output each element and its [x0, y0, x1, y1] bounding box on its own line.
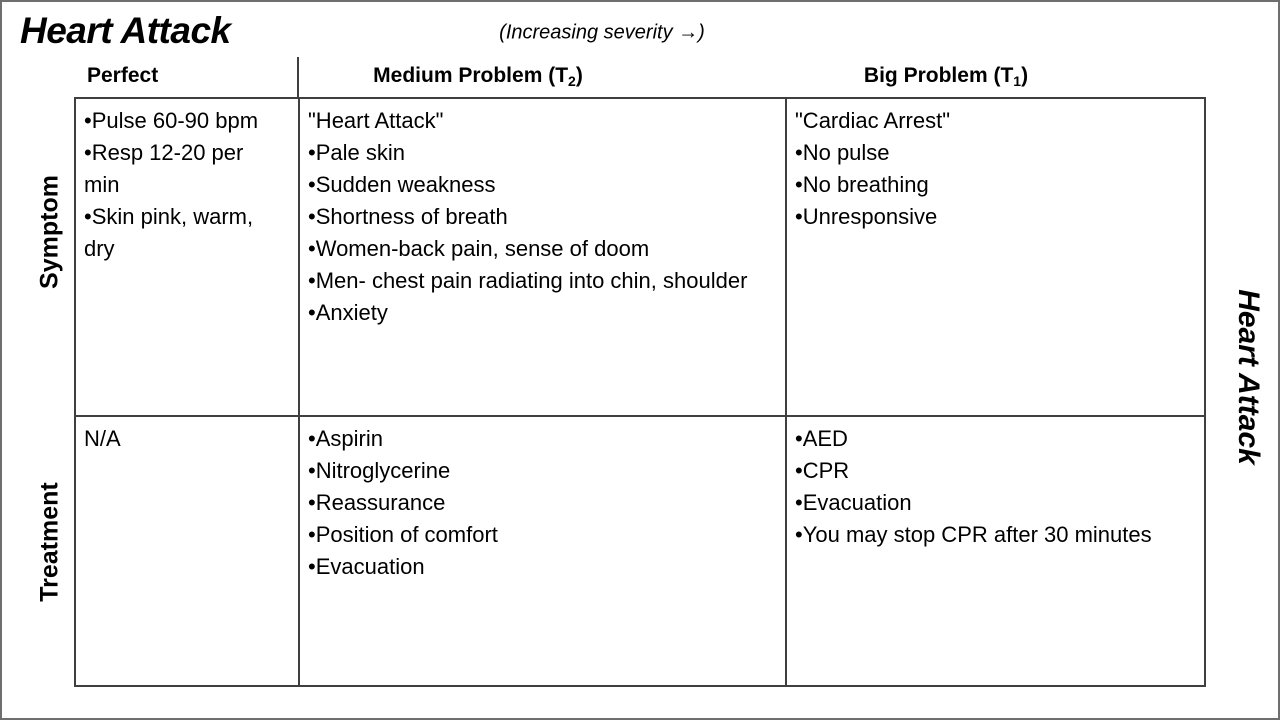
- bullet-item: Reassurance: [308, 487, 760, 519]
- severity-note-text: (Increasing severity: [499, 21, 679, 44]
- bullet-item: Skin pink, warm, dry: [84, 201, 277, 265]
- bullet-item: Pulse 60-90 bpm: [84, 105, 277, 137]
- page-title: Heart Attack: [20, 10, 231, 51]
- row-divider: [76, 415, 1204, 417]
- bullet-item: AED: [795, 423, 1196, 455]
- right-arrow-icon: →: [678, 21, 699, 44]
- bullet-item: Anxiety: [308, 297, 760, 329]
- severity-note-end: ): [698, 21, 705, 44]
- bullet-item: You may stop CPR after 30 minutes: [795, 519, 1196, 551]
- bullet-item: Evacuation: [308, 551, 760, 583]
- column-header-medium-end: ): [575, 64, 583, 87]
- column-header-big-problem: Big Problem (T1): [864, 64, 1028, 89]
- cell-lead-text: N/A: [84, 426, 121, 451]
- bullet-item: Sudden weakness: [308, 169, 760, 201]
- bullet-item: Women-back pain, sense of doom: [308, 233, 760, 265]
- table-cell-symptom-big: "Cardiac Arrest" No pulseNo breathingUnre…: [787, 99, 1206, 415]
- bullet-item: Men- chest pain radiating into chin, sho…: [308, 265, 760, 297]
- column-header-medium-problem: Medium Problem (T2): [373, 64, 583, 89]
- column-header-big-sub: 1: [1013, 73, 1022, 89]
- header-divider-line: [297, 57, 299, 98]
- bullet-item: Nitroglycerine: [308, 455, 760, 487]
- column-header-perfect-text: Perfect: [87, 64, 159, 87]
- bullet-item: Unresponsive: [795, 201, 1196, 233]
- bullet-item: No breathing: [795, 169, 1196, 201]
- row-label-treatment: Treatment: [35, 482, 64, 602]
- column-header-big-end: ): [1021, 64, 1029, 87]
- severity-note: (Increasing severity →): [499, 22, 705, 45]
- bullet-item: Position of comfort: [308, 519, 760, 551]
- bullet-item: Shortness of breath: [308, 201, 760, 233]
- table-cell-treatment-medium: AspirinNitroglycerineReassurancePosition…: [300, 417, 785, 685]
- column-header-big-text: Big Problem (T: [863, 64, 1014, 87]
- bullet-item: Evacuation: [795, 487, 1196, 519]
- row-label-symptom: Symptom: [35, 175, 64, 289]
- table-cell-treatment-perfect: N/A: [76, 417, 298, 685]
- bullet-item: No pulse: [795, 137, 1196, 169]
- column-header-medium-text: Medium Problem (T: [373, 64, 569, 87]
- bullet-item: Aspirin: [308, 423, 760, 455]
- cell-lead-text: "Cardiac Arrest": [795, 108, 950, 133]
- bullet-item: CPR: [795, 455, 1196, 487]
- severity-table: Pulse 60-90 bpmResp 12-20 per minSkin pi…: [74, 97, 1206, 687]
- column-divider-1: [298, 99, 300, 685]
- column-header-medium-sub: 2: [568, 73, 576, 89]
- bullet-item: Resp 12-20 per min: [84, 137, 277, 201]
- cell-lead-text: "Heart Attack": [308, 108, 444, 133]
- column-header-perfect: Perfect: [87, 64, 158, 89]
- column-divider-2: [785, 99, 787, 685]
- table-cell-symptom-perfect: Pulse 60-90 bpmResp 12-20 per minSkin pi…: [76, 99, 298, 415]
- side-title-vertical: Heart Attack: [1232, 289, 1265, 465]
- table-cell-symptom-medium: "Heart Attack" Pale skinSudden weaknessSh…: [300, 99, 785, 415]
- table-cell-treatment-big: AEDCPREvacuationYou may stop CPR after 3…: [787, 417, 1206, 685]
- bullet-item: Pale skin: [308, 137, 760, 169]
